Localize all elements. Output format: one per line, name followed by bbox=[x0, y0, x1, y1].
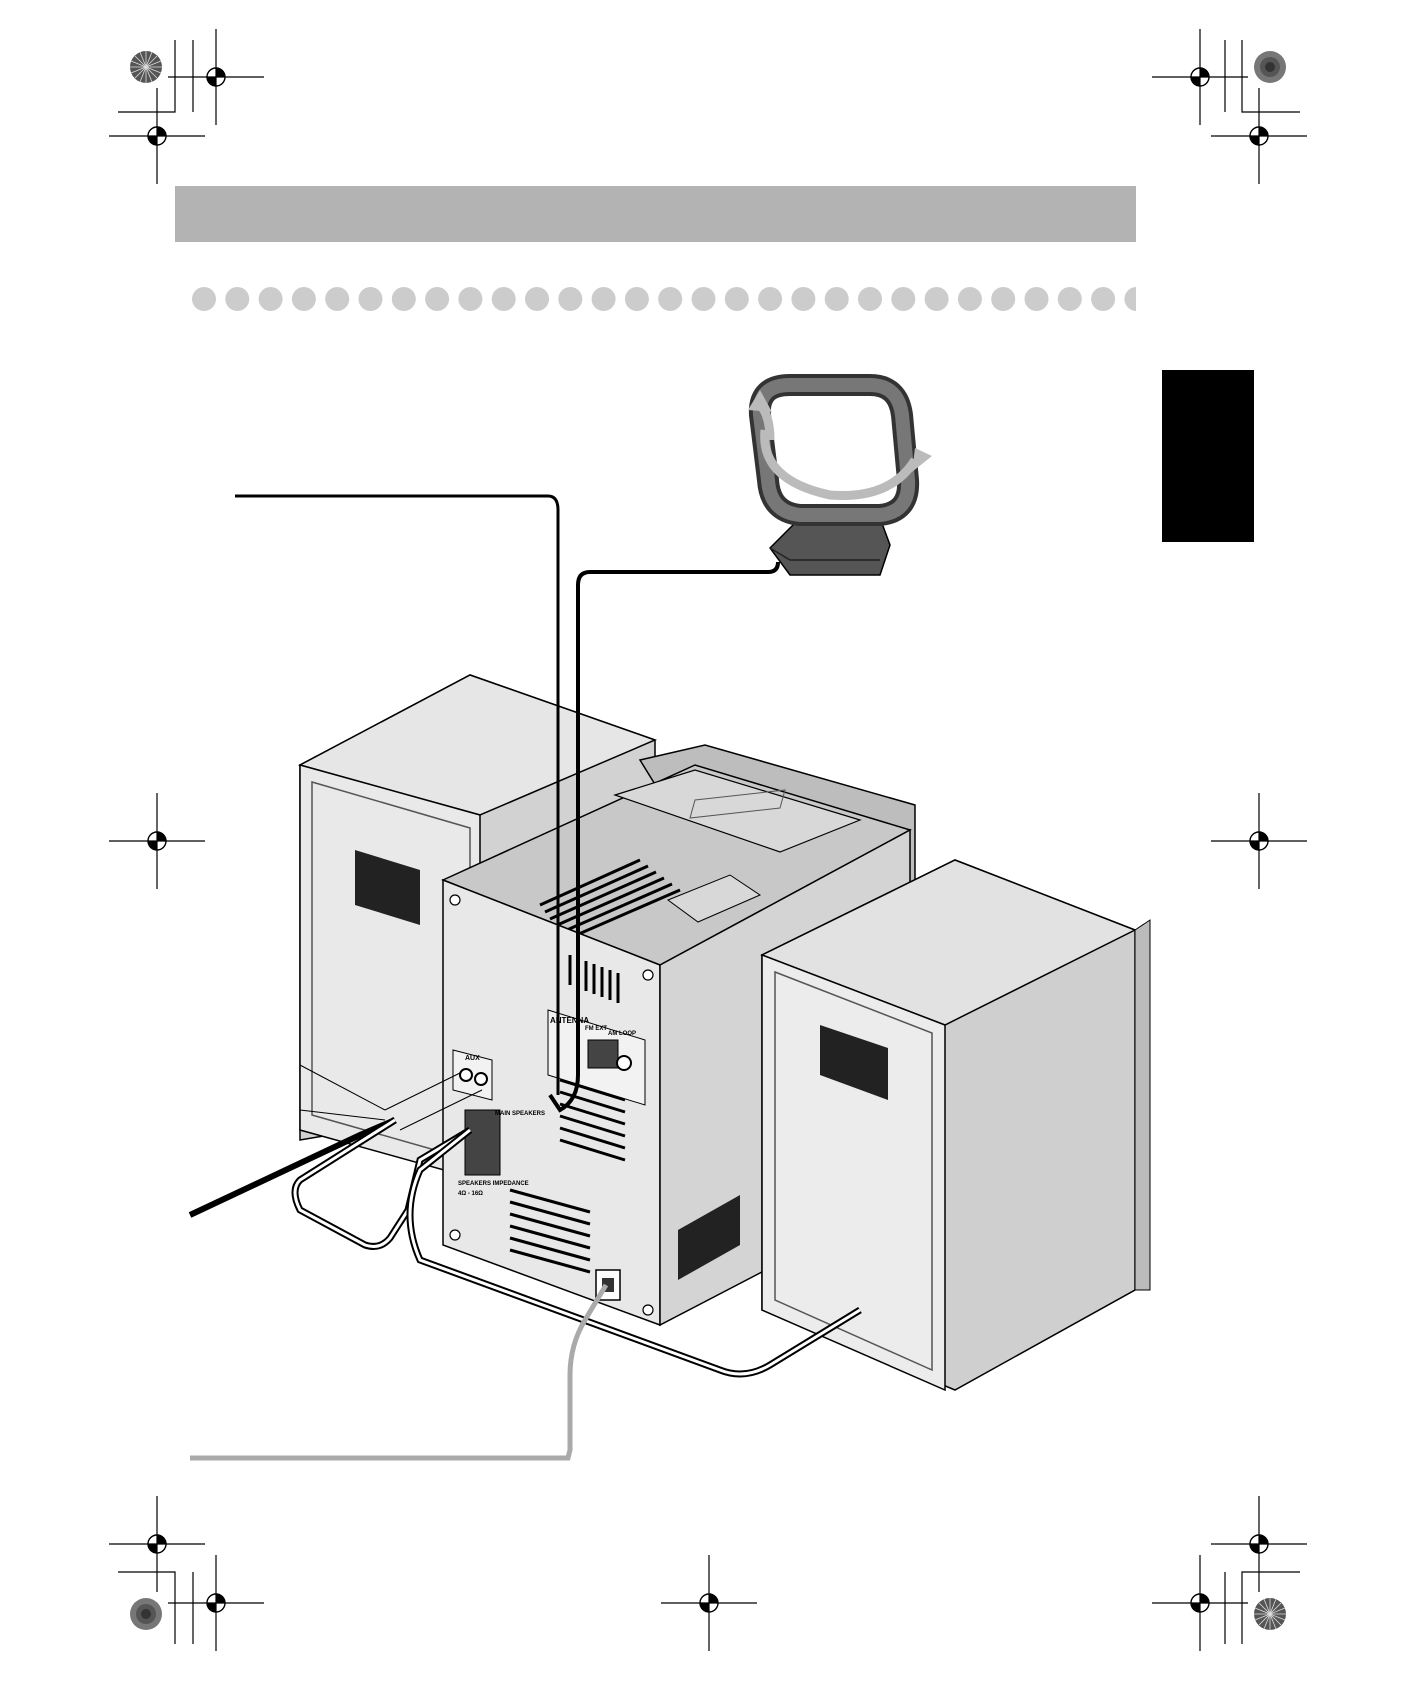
decorative-dot bbox=[824, 287, 849, 311]
decorative-dot bbox=[225, 287, 250, 311]
decorative-dot bbox=[1057, 287, 1082, 311]
decorative-dot bbox=[591, 287, 616, 311]
decorative-dot bbox=[525, 287, 549, 311]
panel-labels: ANTENNA FM EXT AM LOOP AUX MAIN SPEAKERS… bbox=[458, 1016, 636, 1197]
decorative-dot bbox=[1091, 287, 1116, 311]
decorative-dot bbox=[1124, 287, 1136, 311]
fm-ext-label: FM EXT bbox=[585, 1026, 607, 1032]
decorative-dot bbox=[391, 287, 416, 311]
header-bar bbox=[175, 186, 1136, 242]
am-loop-antenna bbox=[748, 374, 932, 576]
cords bbox=[188, 494, 862, 1461]
decorative-dot bbox=[624, 287, 649, 311]
decorative-dot bbox=[924, 287, 949, 311]
decorative-dot bbox=[957, 287, 982, 311]
decorative-dot bbox=[658, 287, 683, 311]
decorative-dot bbox=[192, 287, 216, 311]
decorative-dot bbox=[1024, 287, 1049, 311]
decorative-dot bbox=[491, 287, 516, 311]
dot-row bbox=[192, 287, 1136, 311]
decorative-dot bbox=[558, 287, 583, 311]
decorative-dot bbox=[325, 287, 350, 311]
speakers-impedance-label: SPEAKERS IMPEDANCE bbox=[458, 1181, 529, 1187]
decorative-dot bbox=[791, 287, 816, 311]
decorative-dot bbox=[691, 287, 716, 311]
decorative-dot bbox=[758, 287, 783, 311]
decorative-dot bbox=[991, 287, 1016, 311]
decorative-dot bbox=[425, 287, 450, 311]
decorative-dot bbox=[458, 287, 483, 311]
decorative-dot bbox=[891, 287, 916, 311]
antenna-label: ANTENNA bbox=[550, 1016, 589, 1025]
decorative-dot bbox=[858, 287, 882, 311]
decorative-dot bbox=[258, 287, 283, 311]
am-loop-label: AM LOOP bbox=[608, 1031, 636, 1037]
crop-marks bbox=[118, 40, 1300, 1644]
right-speaker bbox=[760, 859, 1151, 1392]
decorative-dot bbox=[724, 287, 749, 311]
language-tab bbox=[1162, 370, 1254, 542]
main-speakers-label: MAIN SPEAKERS bbox=[495, 1111, 545, 1117]
decorative-dot bbox=[358, 287, 383, 311]
impedance-value-label: 4Ω - 16Ω bbox=[458, 1191, 483, 1197]
decorative-dot bbox=[291, 287, 316, 311]
aux-label: AUX bbox=[465, 1055, 480, 1062]
